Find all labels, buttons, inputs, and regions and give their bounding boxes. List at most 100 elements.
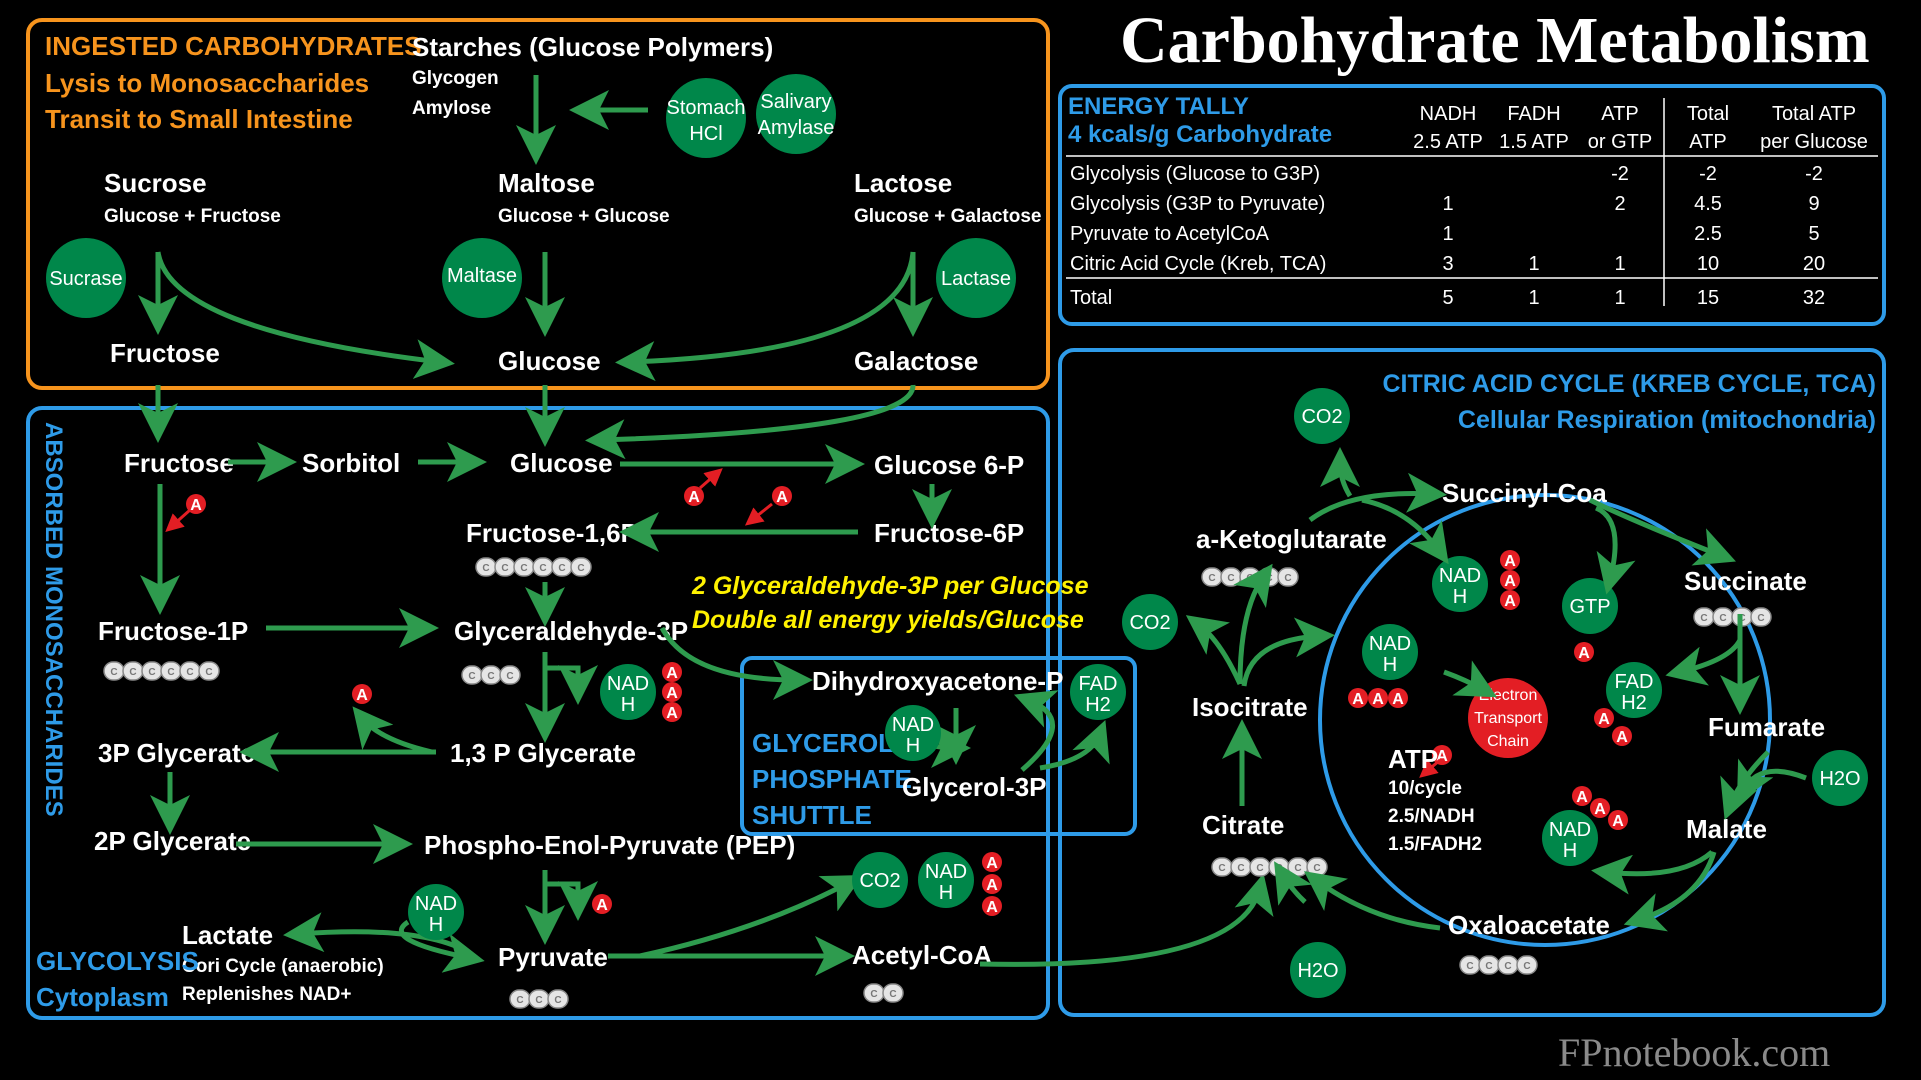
tally-cell: 1	[1614, 253, 1625, 275]
atp-badge-icon: A	[1368, 688, 1388, 708]
shuttle-label-3: SHUTTLE	[752, 800, 872, 830]
svg-text:C: C	[487, 671, 494, 682]
svg-text:A: A	[986, 899, 998, 916]
tally-panel	[1058, 84, 1886, 326]
fumarate-label: Fumarate	[1708, 712, 1825, 742]
akg-label: a-Ketoglutarate	[1196, 524, 1387, 554]
replenishes-label: Replenishes NAD+	[182, 984, 351, 1005]
tally-col-subheader: or GTP	[1588, 131, 1652, 153]
atp-arrow	[744, 502, 773, 526]
svg-text:Amylase: Amylase	[758, 117, 835, 139]
tally-col-subheader: 1.5 ATP	[1499, 131, 1569, 153]
tally-heading-2: 4 kcals/g Carbohydrate	[1068, 121, 1332, 148]
tally-cell: 1	[1442, 223, 1453, 245]
atp-badge-icon: A	[592, 894, 612, 914]
svg-text:Maltase: Maltase	[447, 265, 517, 287]
svg-text:C: C	[1504, 961, 1511, 972]
maltose-label: Maltose	[498, 168, 595, 198]
svg-text:Lactase: Lactase	[941, 268, 1011, 290]
tally-cell: 1	[1528, 287, 1539, 309]
svg-text:A: A	[1594, 801, 1606, 818]
tca-panel	[1058, 348, 1886, 1017]
atp-badge-icon: A	[982, 852, 1002, 872]
svg-text:C: C	[1485, 961, 1492, 972]
svg-text:A: A	[666, 685, 678, 702]
svg-text:A: A	[1576, 789, 1588, 806]
atp-badge-icon: A	[662, 662, 682, 682]
svg-text:A: A	[1504, 553, 1516, 570]
svg-text:H: H	[429, 914, 443, 936]
glucose-ingested: Glucose	[498, 346, 601, 376]
mitochondria-circle	[1318, 493, 1772, 947]
tally-heading-1: ENERGY TALLY	[1068, 93, 1249, 120]
salivary-amylase-circle: Salivary Amylase	[756, 74, 836, 154]
svg-text:H: H	[1453, 586, 1467, 608]
atp-badge-icon: A	[684, 486, 704, 506]
svg-text:H2: H2	[1085, 694, 1111, 716]
svg-text:A: A	[688, 489, 700, 506]
lactose-sub: Glucose + Galactose	[854, 206, 1041, 227]
fadh2-tca-circle: FADH2	[1606, 662, 1662, 718]
svg-text:A: A	[356, 687, 368, 704]
atp-badge-icon: A	[982, 874, 1002, 894]
svg-text:Electron: Electron	[1479, 687, 1538, 704]
tally-cell: 5	[1808, 223, 1819, 245]
cytoplasm-label: Cytoplasm	[36, 982, 169, 1012]
atp-badge-icon: A	[186, 494, 206, 514]
lactose-label: Lactose	[854, 168, 952, 198]
starches-label: Starches (Glucose Polymers)	[412, 32, 773, 62]
svg-text:NAD: NAD	[1439, 565, 1481, 587]
ingested-heading-2: Lysis to Monosaccharides	[45, 68, 369, 98]
tally-cell: 10	[1697, 253, 1719, 275]
citrate-label: Citrate	[1202, 810, 1284, 840]
acetylcoa-label: Acetyl-CoA	[852, 940, 992, 970]
svg-text:C: C	[535, 995, 542, 1006]
atp-arrow	[699, 468, 723, 490]
g3p-label: Glyceraldehyde-3P	[454, 616, 688, 646]
svg-text:C: C	[1466, 961, 1473, 972]
atp-arrow	[165, 508, 191, 532]
tally-cell: 1	[1442, 193, 1453, 215]
svg-text:C: C	[577, 563, 584, 574]
svg-text:C: C	[167, 667, 174, 678]
svg-text:C: C	[1284, 573, 1291, 584]
dhap-label: Dihydroxyacetone-P	[812, 666, 1063, 696]
svg-text:A: A	[986, 877, 998, 894]
svg-text:CO2: CO2	[859, 870, 900, 892]
gtp-circle-circle: GTP	[1562, 578, 1618, 634]
fructose16p-label: Fructose-1,6P	[466, 518, 638, 548]
svg-text:C: C	[1523, 961, 1530, 972]
svg-text:A: A	[1612, 813, 1624, 830]
tally-cell: -2	[1805, 163, 1823, 185]
fructose-ingested: Fructose	[110, 338, 220, 368]
succinate-label: Succinate	[1684, 566, 1807, 596]
svg-text:C: C	[1246, 573, 1253, 584]
svg-text:C: C	[870, 989, 877, 1000]
co2-succinylcoa-circle: CO2	[1294, 388, 1350, 444]
svg-text:C: C	[1208, 573, 1215, 584]
fructose6p-label: Fructose-6P	[874, 518, 1024, 548]
maltase-circle: Maltase	[442, 238, 522, 318]
tally-row-name: Glycolysis (Glucose to G3P)	[1070, 163, 1320, 185]
svg-text:NAD: NAD	[415, 893, 457, 915]
atp-badge-icon: A	[1608, 810, 1628, 830]
svg-text:C: C	[148, 667, 155, 678]
pep-label: Phospho-Enol-Pyruvate (PEP)	[424, 830, 795, 860]
nadh-isocitrate-circle: NADH	[1362, 624, 1418, 680]
shuttle-panel	[740, 656, 1137, 836]
tally-cell: 15	[1697, 287, 1719, 309]
svg-text:C: C	[554, 995, 561, 1006]
svg-text:FAD: FAD	[1079, 673, 1118, 695]
co2-isocitrate-circle: CO2	[1122, 594, 1178, 650]
svg-text:C: C	[1237, 863, 1244, 874]
svg-text:C: C	[129, 667, 136, 678]
atp-badge-icon: A	[352, 684, 372, 704]
svg-text:A: A	[986, 855, 998, 872]
svg-text:NAD: NAD	[925, 861, 967, 883]
tally-cell: 1	[1614, 287, 1625, 309]
svg-text:C: C	[205, 667, 212, 678]
note-g3p-per-glucose: 2 Glyceraldehyde-3P per Glucose	[691, 572, 1089, 600]
svg-text:H2O: H2O	[1819, 768, 1860, 790]
svg-text:C: C	[1256, 863, 1263, 874]
svg-text:C: C	[1700, 613, 1707, 624]
